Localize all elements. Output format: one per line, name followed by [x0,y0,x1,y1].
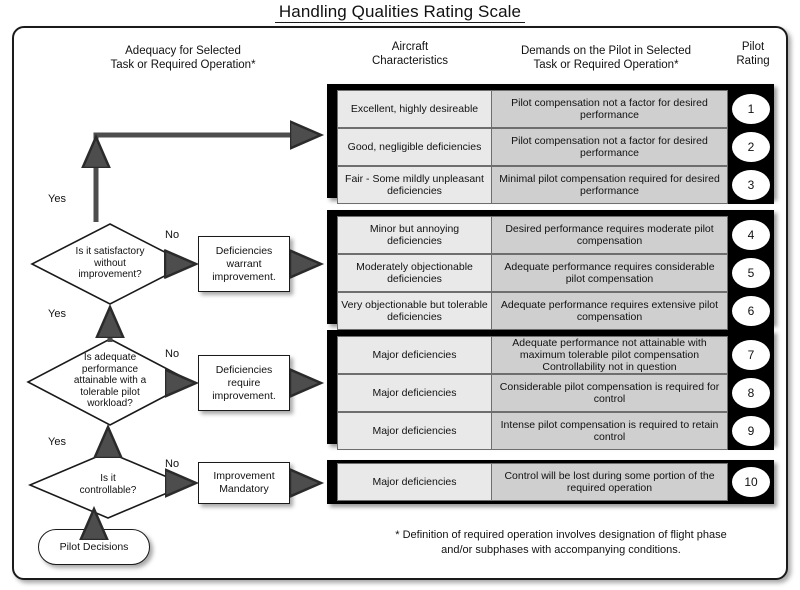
column-header-adequacy-line1: Adequacy for Selected [125,45,241,57]
column-header-aircraft-characteristics: Aircraft Characteristics [330,40,490,68]
pilot-rating-badge: 4 [732,220,770,250]
footnote-line2: and/or subphases with accompanying condi… [441,544,681,556]
pilot-rating-cell: 2 [728,128,774,166]
pilot-rating-badge: 7 [732,340,770,370]
aircraft-characteristics-cell: Excellent, highly desireable [337,90,492,128]
aircraft-characteristics-cell: Moderately objectionable deficiencies [337,254,492,292]
column-header-demands-line1: Demands on the Pilot in Selected [520,45,692,57]
table-row: Very objectionable but tolerable deficie… [337,292,774,330]
process-label-line1: Deficiencies [215,244,273,257]
edge-label-yes-3: Yes [48,436,66,448]
rating-block-deficiencies-require-improvement: Major deficiencies Adequate performance … [327,330,774,450]
process-label-line1: Deficiencies [215,363,273,376]
page-title-text: Handling Qualities Rating Scale [274,2,526,23]
page-title: Handling Qualities Rating Scale [0,2,800,23]
column-header-rating-line1: Pilot [741,41,765,53]
process-label-line2: warrant [226,257,262,270]
pilot-rating-cell: 9 [728,412,774,450]
pilot-rating-badge: 10 [732,467,770,497]
pilot-rating-cell: 5 [728,254,774,292]
process-label-line3: improvement. [212,389,276,402]
table-row: Major deficiencies Control will be lost … [337,463,774,501]
column-header-demands-on-pilot: Demands on the Pilot in Selected Task or… [486,44,726,72]
process-label-line2: Mandatory [219,483,269,495]
aircraft-characteristics-cell: Major deficiencies [337,374,492,412]
demands-on-pilot-cell: Intense pilot compensation is required t… [492,412,728,450]
table-row: Fair - Some mildly unpleasant deficienci… [337,166,774,204]
edge-label-yes-1: Yes [48,193,66,205]
column-header-pilot-rating: Pilot Rating [722,40,784,68]
aircraft-characteristics-cell: Very objectionable but tolerable deficie… [337,292,492,330]
process-improvement-mandatory: Improvement Mandatory [198,462,290,504]
table-row: Moderately objectionable deficiencies Ad… [337,254,774,292]
demands-on-pilot-cell: Pilot compensation not a factor for desi… [492,128,728,166]
edge-label-yes-2: Yes [48,308,66,320]
table-row: Major deficiencies Considerable pilot co… [337,374,774,412]
table-row: Minor but annoying deficiencies Desired … [337,216,774,254]
demands-on-pilot-cell: Adequate performance requires extensive … [492,292,728,330]
pilot-rating-badge: 8 [732,378,770,408]
rating-block-deficiencies-warrant-improvement: Minor but annoying deficiencies Desired … [327,210,774,330]
decision-is-it-controllable: Is it controllable? [27,450,189,520]
pilot-rating-cell: 1 [728,90,774,128]
table-row: Good, negligible deficiencies Pilot comp… [337,128,774,166]
rating-block-satisfactory: Excellent, highly desireable Pilot compe… [327,84,774,204]
demands-on-pilot-cell: Desired performance requires moderate pi… [492,216,728,254]
edge-label-no-1: No [165,229,180,241]
process-label-line1: Improvement [213,470,275,482]
pilot-rating-badge: 9 [732,416,770,446]
process-deficiencies-warrant-improvement: Deficiencies warrant improvement. [198,236,290,292]
demands-on-pilot-cell: Minimal pilot compensation required for … [492,166,728,204]
pilot-rating-badge: 2 [732,132,770,162]
column-header-adequacy-line2: Task or Required Operation* [110,59,256,71]
column-header-aircraft-line1: Aircraft [391,41,429,53]
pilot-rating-badge: 3 [732,170,770,200]
aircraft-characteristics-cell: Major deficiencies [337,412,492,450]
column-header-adequacy: Adequacy for Selected Task or Required O… [28,44,338,72]
demands-on-pilot-cell: Adequate performance requires considerab… [492,254,728,292]
table-row: Major deficiencies Intense pilot compens… [337,412,774,450]
aircraft-characteristics-cell: Major deficiencies [337,336,492,374]
demands-on-pilot-cell: Pilot compensation not a factor for desi… [492,90,728,128]
footnote: * Definition of required operation invol… [356,528,766,558]
table-row: Major deficiencies Adequate performance … [337,336,774,374]
pilot-rating-badge: 1 [732,94,770,124]
edge-label-no-2: No [165,348,180,360]
footnote-line1: * Definition of required operation invol… [395,529,727,541]
table-row: Excellent, highly desireable Pilot compe… [337,90,774,128]
pilot-rating-cell: 3 [728,166,774,204]
column-header-demands-line2: Task or Required Operation* [533,59,679,71]
start-node-pilot-decisions: Pilot Decisions [38,529,150,565]
pilot-rating-badge: 5 [732,258,770,288]
rating-block-improvement-mandatory: Major deficiencies Control will be lost … [327,460,774,504]
pilot-rating-cell: 4 [728,216,774,254]
aircraft-characteristics-cell: Major deficiencies [337,463,492,501]
pilot-rating-badge: 6 [732,296,770,326]
process-label-line2: require [227,376,261,389]
process-deficiencies-require-improvement: Deficiencies require improvement. [198,355,290,411]
pilot-rating-cell: 10 [728,463,774,501]
aircraft-characteristics-cell: Good, negligible deficiencies [337,128,492,166]
demands-on-pilot-cell: Adequate performance not attainable with… [492,336,728,374]
demands-on-pilot-cell: Control will be lost during some portion… [492,463,728,501]
pilot-rating-cell: 8 [728,374,774,412]
edge-label-no-3: No [165,458,180,470]
start-node-label: Pilot Decisions [59,541,129,553]
process-label-line3: improvement. [212,270,276,283]
column-header-rating-line2: Rating [736,55,770,67]
pilot-rating-cell: 7 [728,336,774,374]
demands-on-pilot-cell: Considerable pilot compensation is requi… [492,374,728,412]
aircraft-characteristics-cell: Minor but annoying deficiencies [337,216,492,254]
column-header-aircraft-line2: Characteristics [371,55,449,67]
aircraft-characteristics-cell: Fair - Some mildly unpleasant deficienci… [337,166,492,204]
pilot-rating-cell: 6 [728,292,774,330]
